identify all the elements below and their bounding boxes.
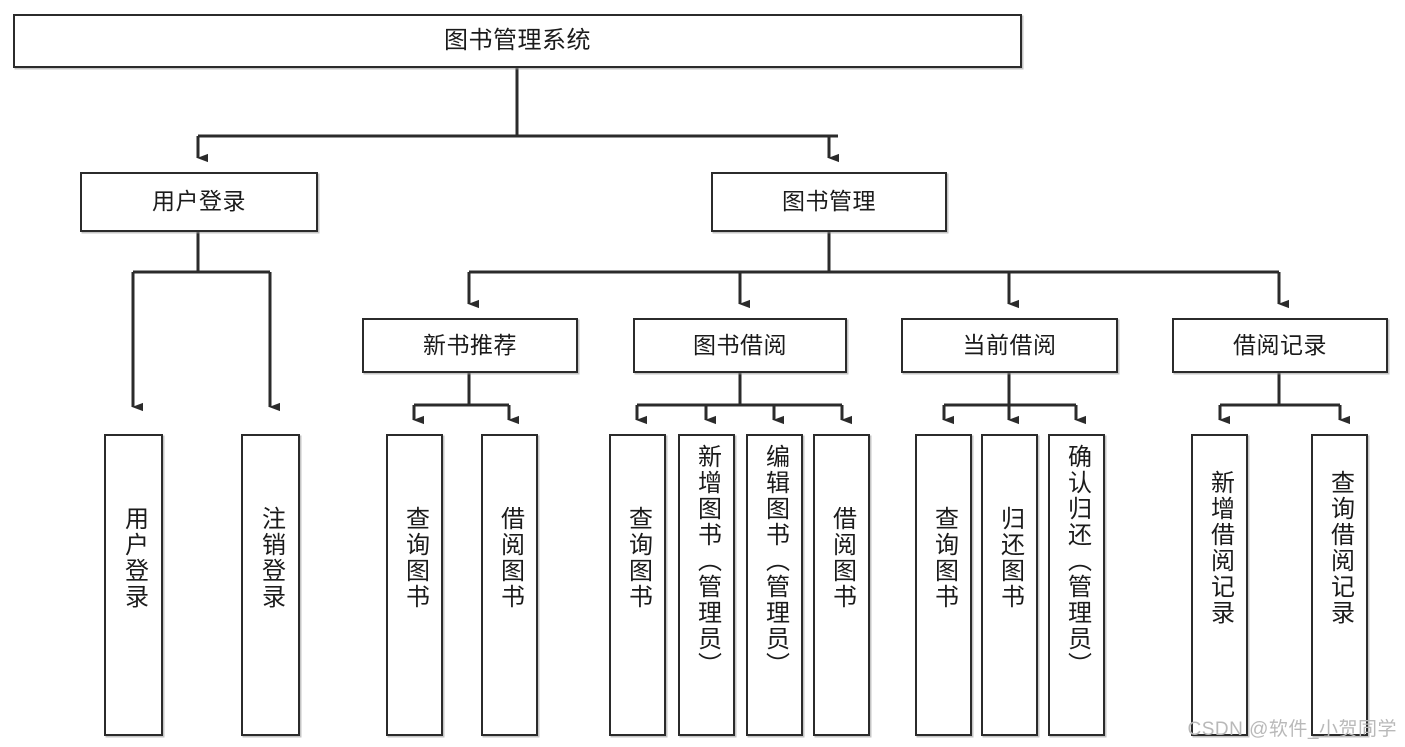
node-leaf-query-book-3[interactable]: 查询图书 xyxy=(915,434,972,736)
node-leaf-query-book-2[interactable]: 查询图书 xyxy=(609,434,666,736)
node-leaf-edit-book[interactable]: 编辑图书（管理员） xyxy=(746,434,803,736)
node-label: 用户登录 xyxy=(120,506,148,610)
node-label: 借阅记录 xyxy=(1233,331,1327,358)
node-leaf-borrow-book-2[interactable]: 借阅图书 xyxy=(813,434,870,736)
node-current-borrow[interactable]: 当前借阅 xyxy=(901,318,1118,373)
node-leaf-user-login[interactable]: 用户登录 xyxy=(104,434,163,736)
node-label: 当前借阅 xyxy=(962,331,1057,358)
node-label: 查询图书 xyxy=(401,506,429,610)
node-label: 查询图书 xyxy=(624,506,652,610)
node-root-system[interactable]: 图书管理系统 xyxy=(13,14,1022,68)
node-label: 编辑图书（管理员） xyxy=(761,444,789,678)
node-label: 用户登录 xyxy=(152,188,246,215)
node-leaf-add-book[interactable]: 新增图书（管理员） xyxy=(678,434,735,736)
node-borrow-record[interactable]: 借阅记录 xyxy=(1172,318,1388,373)
node-label: 查询借阅记录 xyxy=(1326,470,1354,626)
node-label: 查询图书 xyxy=(930,506,958,610)
node-leaf-logout-login[interactable]: 注销登录 xyxy=(241,434,300,736)
csdn-watermark: CSDN @软件_小贺同学 xyxy=(1187,719,1397,740)
node-leaf-query-record[interactable]: 查询借阅记录 xyxy=(1311,434,1368,736)
node-label: 借阅图书 xyxy=(828,506,856,610)
node-label: 借阅图书 xyxy=(496,506,524,610)
node-label: 图书管理 xyxy=(782,188,876,215)
node-label: 注销登录 xyxy=(257,506,285,610)
node-leaf-borrow-book-1[interactable]: 借阅图书 xyxy=(481,434,538,736)
node-label: 新增图书（管理员） xyxy=(693,444,721,678)
node-new-book-recommend[interactable]: 新书推荐 xyxy=(362,318,578,373)
node-label: 图书借阅 xyxy=(693,331,787,358)
node-leaf-query-book-1[interactable]: 查询图书 xyxy=(386,434,443,736)
node-book-management[interactable]: 图书管理 xyxy=(711,172,947,232)
node-book-borrow[interactable]: 图书借阅 xyxy=(633,318,847,373)
node-leaf-return-book[interactable]: 归还图书 xyxy=(981,434,1038,736)
node-leaf-confirm-return[interactable]: 确认归还（管理员） xyxy=(1048,434,1105,736)
node-label: 图书管理系统 xyxy=(444,26,591,54)
node-label: 新书推荐 xyxy=(423,331,517,358)
node-label: 确认归还（管理员） xyxy=(1063,444,1091,678)
node-user-login[interactable]: 用户登录 xyxy=(80,172,318,232)
node-leaf-add-record[interactable]: 新增借阅记录 xyxy=(1191,434,1248,736)
node-label: 新增借阅记录 xyxy=(1206,470,1234,626)
node-label: 归还图书 xyxy=(996,506,1024,610)
